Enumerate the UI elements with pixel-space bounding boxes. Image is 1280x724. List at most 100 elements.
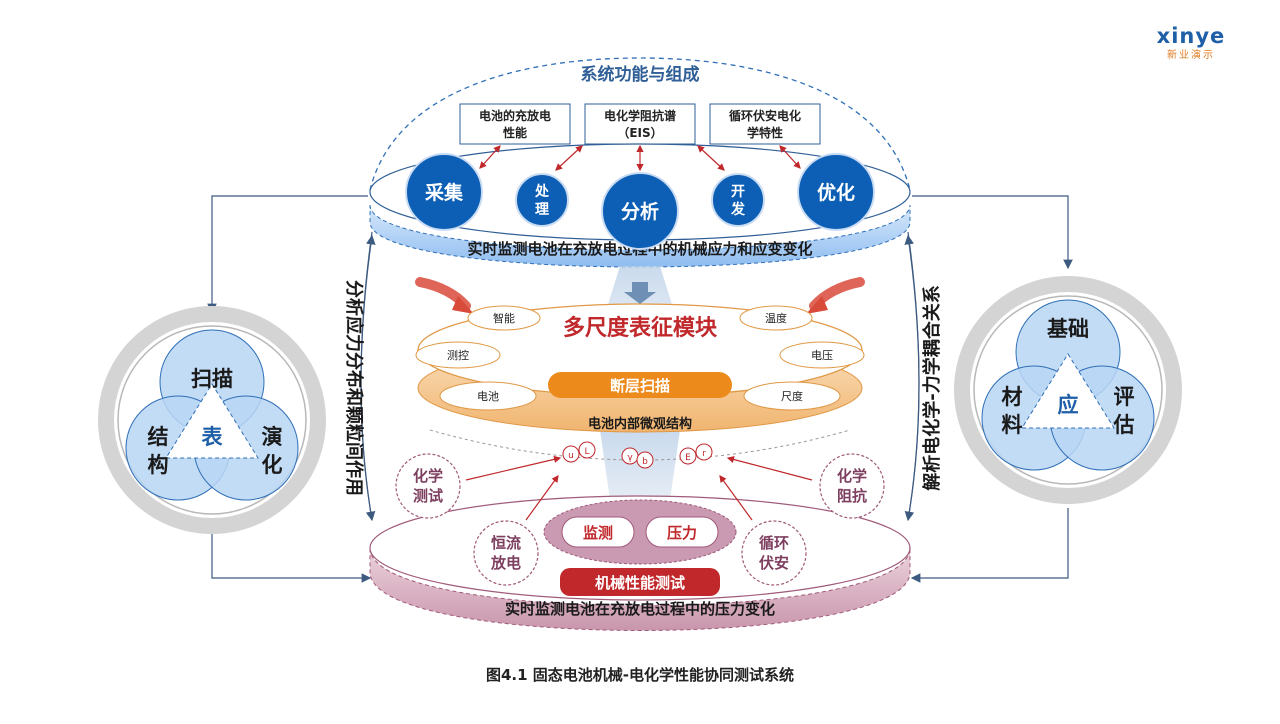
svg-text:开: 开 (731, 184, 745, 200)
svg-text:温度: 温度 (765, 311, 787, 325)
middle-section: 多尺度表征模块 智能 温度 测控 电压 电池 尺度 断层扫描 电池 (415, 303, 865, 469)
svg-text:化学: 化学 (837, 467, 867, 485)
svg-text:断层扫描: 断层扫描 (610, 377, 670, 395)
middle-base-label: 电池内部微观结构 (588, 416, 692, 432)
oval-control: 测控 (415, 341, 501, 369)
figure-caption: 图4.1 固态电池机械-电化学性能协同测试系统 (485, 666, 795, 684)
bottom-band-text: 实时监测电池在充放电过程中的压力变化 (505, 600, 775, 618)
top-red-arrows (479, 144, 801, 172)
oval-voltage: 电压 (779, 341, 865, 369)
logo-wordmark: xinye (1156, 24, 1226, 48)
red-arrow-head-right (806, 296, 828, 314)
svg-text:机械性能测试: 机械性能测试 (595, 574, 685, 592)
svg-text:测控: 测控 (447, 348, 469, 362)
svg-text:电压: 电压 (811, 349, 833, 362)
svg-text:（EIS）: （EIS） (617, 125, 662, 140)
svg-text:材: 材 (1002, 385, 1023, 409)
svg-text:E: E (685, 453, 691, 463)
svg-text:料: 料 (1002, 413, 1023, 437)
bottom-band-shape (369, 547, 911, 631)
svg-text:L: L (584, 447, 589, 457)
svg-text:循环: 循环 (759, 534, 789, 552)
function-box-3: 循环伏安电化 学特性 (709, 103, 821, 145)
svg-text:压力: 压力 (667, 524, 697, 542)
svg-text:监测: 监测 (583, 524, 613, 542)
circle-analyze: 分析 (601, 172, 679, 250)
circle-optimize: 优化 (797, 153, 875, 231)
left-vertical-text: 分析应力分布和颗粒间作用 (343, 280, 365, 496)
svg-text:放电: 放电 (490, 554, 521, 572)
middle-title: 多尺度表征模块 (563, 315, 718, 341)
svg-text:构: 构 (148, 453, 169, 477)
left-ring-top: 扫描 (191, 367, 233, 391)
oval-battery: 电池 (439, 381, 537, 411)
top-title: 系统功能与组成 (581, 64, 700, 85)
circle-develop: 开 发 (711, 173, 765, 227)
svg-text:阻抗: 阻抗 (837, 487, 867, 505)
svg-text:发: 发 (730, 201, 746, 218)
svg-text:测试: 测试 (413, 487, 443, 505)
svg-text:b: b (642, 457, 648, 467)
svg-text:电池: 电池 (477, 390, 499, 403)
svg-text:学特性: 学特性 (747, 125, 783, 140)
svg-text:智能: 智能 (493, 311, 515, 325)
svg-text:估: 估 (1113, 413, 1135, 437)
logo-subtitle: 新业演示 (1167, 50, 1215, 61)
red-arrow-head-left (452, 296, 474, 314)
right-ring: 基础 应 材 料 评 估 (954, 276, 1182, 504)
circle-collect: 采集 (405, 153, 483, 231)
svg-text:循环伏安电化: 循环伏安电化 (729, 108, 801, 123)
svg-text:化: 化 (262, 453, 283, 477)
pill-tomography: 断层扫描 (548, 372, 732, 398)
svg-text:分析: 分析 (621, 200, 659, 223)
svg-text:r: r (702, 449, 706, 459)
top-band-shape (369, 204, 911, 268)
function-box-1: 电池的充放电 性能 (459, 103, 571, 145)
svg-text:理: 理 (535, 202, 549, 218)
svg-text:恒流: 恒流 (491, 534, 521, 552)
svg-text:结: 结 (148, 425, 169, 449)
svg-text:化学: 化学 (413, 467, 443, 485)
top-dome-outline (369, 57, 911, 191)
right-ring-top: 基础 (1047, 317, 1089, 341)
vertical-curves (360, 231, 920, 522)
inner-ellipse (543, 499, 737, 565)
bottom-red-lines (465, 455, 813, 521)
svg-text:性能: 性能 (502, 125, 527, 140)
svg-text:评: 评 (1114, 385, 1135, 409)
top-section: 系统功能与组成 电池的充放电 性能 电化学阻抗谱 （EIS） 循环伏安电化 学特… (369, 57, 911, 268)
down-arrow-1 (624, 282, 656, 304)
oval-smart: 智能 (467, 305, 541, 331)
svg-text:u: u (568, 451, 574, 461)
side-connectors (207, 195, 1073, 583)
svg-text:电池的充放电: 电池的充放电 (479, 108, 551, 123)
svg-text:采集: 采集 (425, 181, 464, 204)
svg-text:优化: 优化 (817, 181, 855, 204)
left-ring-center: 表 (202, 425, 224, 449)
right-ring-center: 应 (1058, 393, 1079, 417)
svg-text:伏安: 伏安 (759, 554, 789, 572)
svg-text:γ: γ (627, 453, 633, 463)
function-box-2: 电化学阻抗谱 （EIS） (584, 103, 696, 145)
oval-temperature: 温度 (739, 305, 813, 331)
circle-constant-discharge: 恒流 放电 (473, 520, 539, 586)
svg-text:尺度: 尺度 (781, 389, 803, 403)
right-vertical-text: 解析电化学-力学耦合关系 (921, 285, 943, 490)
svg-text:电化学阻抗谱: 电化学阻抗谱 (604, 108, 676, 123)
circle-chemical-impedance: 化学 阻抗 (819, 453, 885, 519)
brand-logo: xinye 新业演示 (1146, 24, 1236, 61)
circle-process: 处 理 (515, 173, 569, 227)
inner-pressure: 压力 (645, 516, 719, 548)
bottom-section: 实时监测电池在充放电过程中的压力变化 监测 压力 机械性能测试 化学 测试 (369, 453, 911, 631)
svg-text:演: 演 (262, 425, 283, 449)
mechanical-test-label: 机械性能测试 (560, 568, 720, 596)
oval-scale: 尺度 (743, 381, 841, 411)
inner-monitor: 监测 (561, 516, 635, 548)
symbol-circles: u L γ b E r (562, 441, 713, 469)
circle-chemical-test: 化学 测试 (395, 453, 461, 519)
left-ring: 扫描 表 结 构 演 化 (98, 306, 326, 534)
svg-text:处: 处 (534, 183, 550, 200)
circle-cyclic-voltammetry: 循环 伏安 (741, 520, 807, 586)
